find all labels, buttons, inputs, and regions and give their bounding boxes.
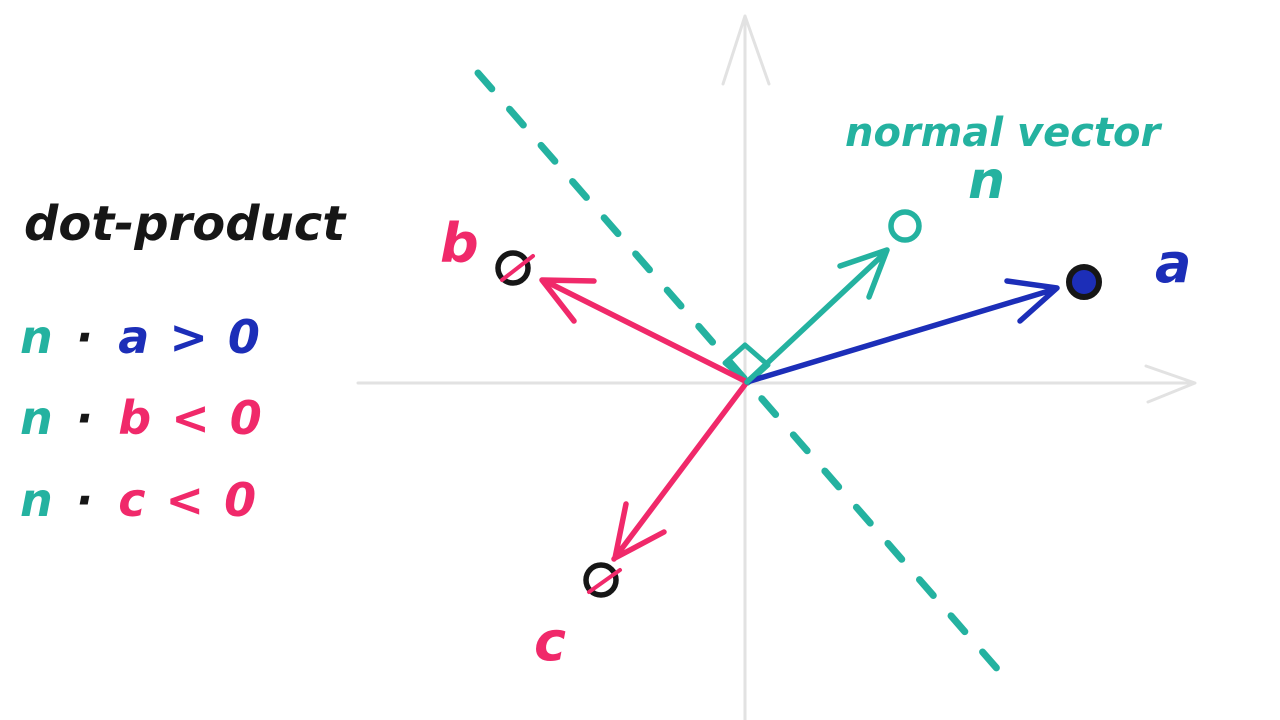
equation-nc: n · c < 0	[20, 473, 258, 527]
vector-n-arrow	[744, 247, 890, 385]
normal-vector-label: normal vector	[845, 110, 1163, 156]
vector-a-arrow	[744, 278, 1060, 385]
label-b: b	[440, 212, 479, 275]
point-c-slash	[587, 568, 622, 594]
point-b-slash	[500, 254, 535, 282]
equation-na-rest: a > 0	[118, 310, 262, 364]
equation-na-dot: ·	[76, 310, 93, 364]
label-a: a	[1155, 232, 1191, 295]
equation-nc-dot: ·	[76, 473, 93, 527]
equation-nb: n · b < 0	[20, 391, 264, 445]
equation-nb-n: n	[20, 391, 53, 445]
point-a	[1066, 264, 1102, 300]
label-c: c	[534, 610, 566, 673]
label-n: n	[968, 151, 1005, 211]
equation-na-n: n	[20, 310, 53, 364]
equation-na: n · a > 0	[20, 310, 262, 364]
equation-nc-rest: c < 0	[118, 473, 258, 527]
equation-nc-n: n	[20, 473, 53, 527]
vector-b-arrow	[539, 277, 750, 385]
point-n-circle	[888, 209, 922, 243]
coordinate-axes	[356, 14, 1197, 720]
page-title: dot-product	[24, 196, 347, 252]
equation-nb-dot: ·	[76, 391, 93, 445]
vector-c-arrow	[611, 379, 750, 562]
equation-nb-rest: b < 0	[118, 391, 264, 445]
